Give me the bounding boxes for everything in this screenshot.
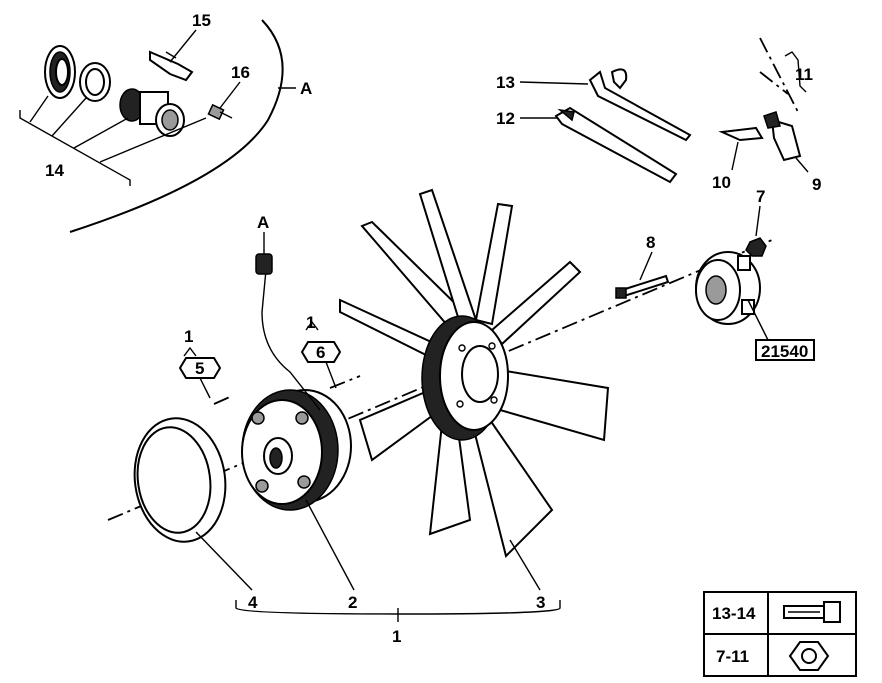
- hex-nut-icon: [788, 641, 830, 671]
- callout-4: 4: [248, 593, 258, 612]
- detail-a-label: A: [300, 79, 312, 98]
- clamp-parts-group: 13 12 11 10 9: [496, 37, 821, 194]
- callout-15: 15: [192, 11, 211, 30]
- hex-5-ref: 1: [184, 327, 193, 346]
- callout-12: 12: [496, 109, 515, 128]
- fan-blade: [490, 260, 582, 346]
- hex-tag-5: 1 5: [178, 327, 222, 399]
- nut-7-part: [745, 237, 767, 257]
- viscous-clutch-part: A: [241, 213, 352, 511]
- bolt-icon: [783, 601, 841, 623]
- callout-6: 6: [316, 343, 325, 362]
- detail-a-group: 15 16 14 A: [19, 11, 312, 233]
- bracket-9-part: [770, 118, 802, 162]
- pulley-part: [695, 251, 761, 325]
- shroud-ring-part: [133, 417, 227, 543]
- gear-part: [44, 45, 76, 99]
- sensor-body-part: [119, 88, 185, 137]
- fan-part: [339, 188, 610, 558]
- callout-11: 11: [795, 65, 813, 84]
- sensor-cable: [261, 269, 321, 411]
- hex-tag-6: 1 6: [300, 313, 342, 389]
- fan-blade: [474, 202, 514, 326]
- callout-9: 9: [812, 175, 821, 194]
- callout-3: 3: [536, 593, 545, 612]
- reference-box: [755, 339, 815, 361]
- legend-row-1-label: 13-14: [712, 604, 756, 623]
- fan-blade: [472, 418, 554, 558]
- callout-14: 14: [45, 161, 64, 180]
- fan-blade: [499, 368, 610, 442]
- connector-a-label: A: [257, 213, 269, 232]
- clip-part: [149, 50, 194, 82]
- hardware-legend: 13-14 7-11: [703, 591, 857, 677]
- reference-number: 21540: [761, 342, 808, 361]
- screw-part: [207, 103, 233, 121]
- callout-16: 16: [231, 63, 250, 82]
- callout-2: 2: [348, 593, 357, 612]
- callout-7: 7: [756, 187, 765, 206]
- pulley-assembly: 21540 8 7: [615, 187, 815, 361]
- legend-row-2-label: 7-11: [716, 647, 749, 666]
- clip-10-part: [718, 126, 764, 142]
- ring-part: [79, 62, 111, 102]
- detail-a-arc: [69, 19, 284, 233]
- callout-10: 10: [712, 173, 731, 192]
- callout-8: 8: [646, 233, 655, 252]
- tie-12-part: [554, 106, 678, 184]
- callout-13: 13: [496, 73, 515, 92]
- callout-5: 5: [195, 359, 204, 378]
- callout-1: 1: [392, 627, 401, 646]
- assembly-bracket: [235, 600, 561, 615]
- strap-13-part: [588, 70, 692, 142]
- hex-6-ref: 1: [306, 313, 315, 332]
